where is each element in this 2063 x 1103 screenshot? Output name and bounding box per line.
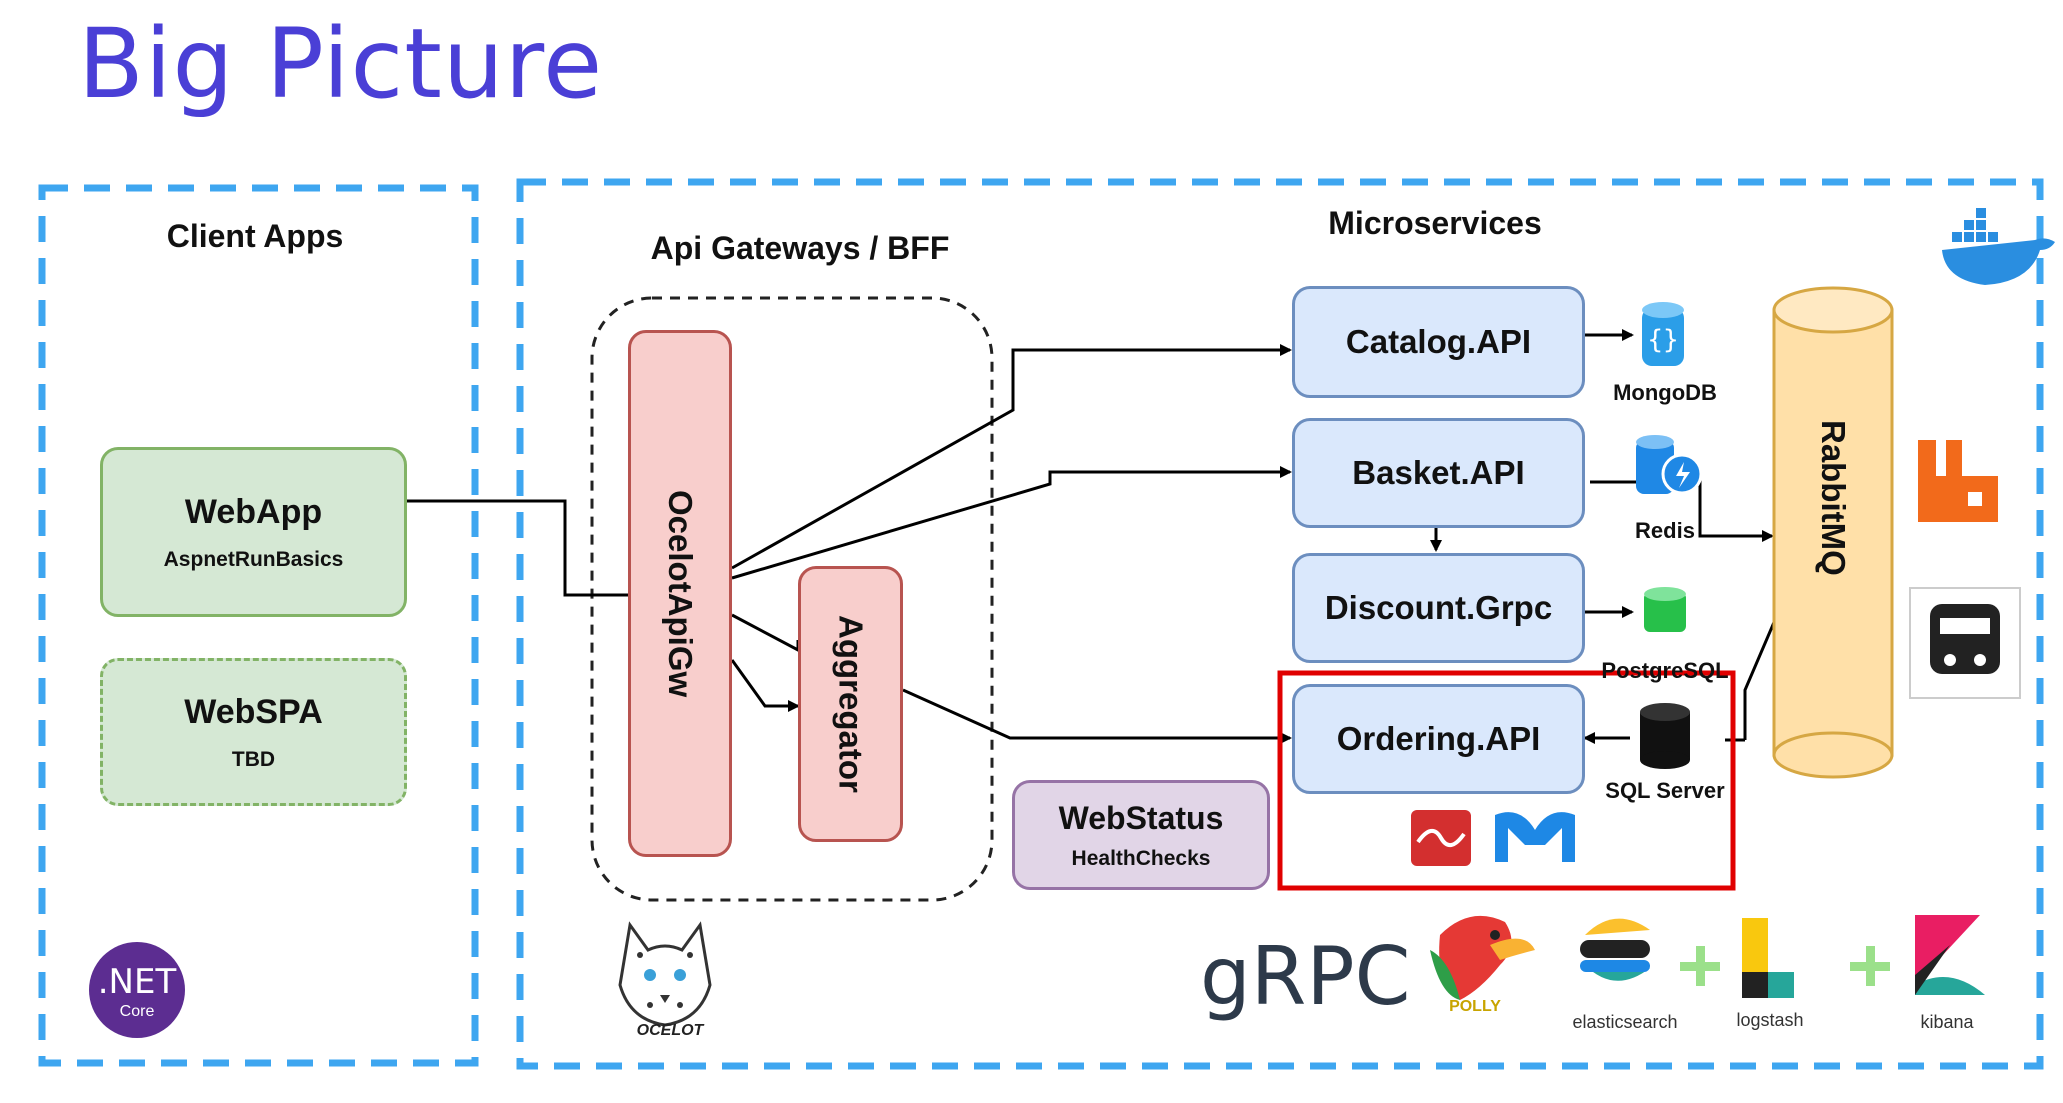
webspa-subtitle: TBD [231, 747, 276, 771]
kibana-logo-icon [1915, 915, 1985, 995]
discount-grpc-label: Discount.Grpc [1324, 589, 1553, 626]
elasticsearch-label: elasticsearch [1572, 1012, 1678, 1032]
microservices-label: Microservices [1328, 205, 1542, 241]
gateways-label: Api Gateways / BFF [650, 230, 950, 266]
docker-icon [1942, 208, 2055, 285]
logstash-label: logstash [1736, 1010, 1804, 1030]
rabbitmq-label-wrap: RabbitMQ [1814, 420, 1852, 576]
sqlserver-icon [1640, 703, 1690, 769]
ordering-highlight-box [1277, 670, 1736, 891]
kibana-label: kibana [1920, 1012, 1974, 1032]
webapp-subtitle: AspnetRunBasics [163, 547, 344, 571]
discount-grpc-box: Discount.Grpc [1292, 553, 1585, 663]
webapp-title: WebApp [184, 492, 323, 531]
aggregator-label: Aggregator [832, 615, 870, 793]
ocelot-logo-text: OCELOT [636, 1022, 704, 1039]
dotnet-logo-subtext: Core [119, 1003, 155, 1020]
postgresql-icon [1644, 587, 1686, 632]
plus-signs [1680, 946, 1890, 986]
logstash-logo-icon [1742, 918, 1794, 998]
webstatus-title: WebStatus [1058, 799, 1224, 836]
rabbitmq-label: RabbitMQ [1815, 420, 1852, 576]
polly-logo-icon [1430, 915, 1535, 1000]
webspa-box: WebSPA TBD [100, 658, 407, 806]
rabbitmq-logo-icon [1918, 440, 1998, 522]
sqlserver-label: SQL Server [1605, 778, 1725, 803]
elasticsearch-logo-icon [1580, 918, 1650, 981]
mongodb-label: MongoDB [1613, 380, 1717, 405]
dapper-logo-icon [1411, 810, 1471, 866]
webstatus-subtitle: HealthChecks [1071, 846, 1211, 870]
catalog-api-label: Catalog.API [1345, 323, 1532, 360]
basket-api-label: Basket.API [1352, 454, 1525, 491]
ocelotapigw-label: OcelotApiGw [662, 489, 699, 698]
grpc-logo-text: gRPC [1200, 930, 1411, 1023]
masstransit-logo-icon [1909, 587, 2021, 699]
webstatus-box: WebStatus HealthChecks [1012, 780, 1270, 890]
page-title: Big Picture [78, 8, 604, 120]
basket-api-box: Basket.API [1292, 418, 1585, 528]
redis-icon [1636, 435, 1703, 495]
mediatr-logo-icon [1495, 812, 1575, 862]
svg-text:{}: {} [1647, 325, 1678, 355]
catalog-api-box: Catalog.API [1292, 286, 1585, 398]
mongodb-icon: {} [1642, 302, 1684, 366]
redis-label: Redis [1635, 518, 1695, 543]
polly-logo-text: POLLY [1449, 998, 1501, 1015]
rabbitmq-cylinder [1772, 286, 1894, 779]
gateway-zone-border [590, 296, 994, 902]
postgresql-label: PostgreSQL [1601, 658, 1729, 683]
client-zone-border [38, 184, 479, 1067]
ordering-api-box: Ordering.API [1292, 684, 1585, 794]
ordering-api-label: Ordering.API [1336, 720, 1541, 757]
ocelotapigw-box: OcelotApiGw [628, 330, 732, 857]
dotnet-logo-text: .NET [97, 962, 177, 1002]
ocelot-logo-icon [618, 921, 712, 1027]
client-apps-label: Client Apps [166, 218, 344, 254]
webspa-title: WebSPA [184, 692, 323, 731]
dotnet-logo-icon [89, 942, 185, 1038]
aggregator-box: Aggregator [798, 566, 903, 842]
webapp-box: WebApp AspnetRunBasics [100, 447, 407, 617]
backend-zone-border [516, 178, 2044, 1070]
